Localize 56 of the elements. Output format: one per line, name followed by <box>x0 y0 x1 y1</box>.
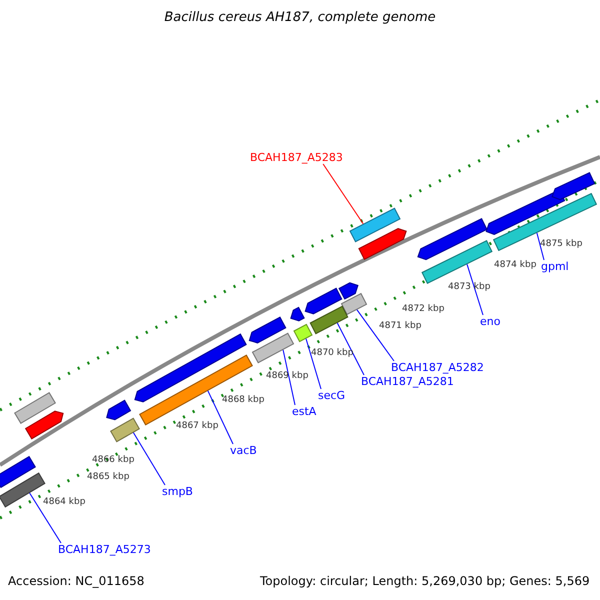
gene-label: BCAH187_A5273 <box>58 543 151 556</box>
scale-label: 4868 kbp <box>222 395 264 405</box>
scale-label: 4869 kbp <box>266 371 308 381</box>
gene-bar <box>0 472 46 508</box>
gene-bar <box>134 333 247 402</box>
scale-label: 4874 kbp <box>494 260 536 270</box>
gene-label: smpB <box>162 485 193 498</box>
leader-line <box>207 390 234 444</box>
gene-label: vacB <box>230 444 257 457</box>
gene-bar <box>338 282 359 300</box>
leader-line <box>356 309 394 362</box>
gene-label: secG <box>318 389 346 402</box>
leader-line <box>536 232 544 260</box>
scale-label: 4875 kbp <box>540 239 582 249</box>
leader-line <box>336 322 364 376</box>
gene-bar <box>293 324 313 342</box>
footer-text: Topology: circular; Length: 5,269,030 bp; Genes: 5,569 <box>260 574 590 588</box>
scale-label: 4865 kbp <box>87 472 130 482</box>
scale-label: 4872 kbp <box>402 304 444 314</box>
leader-line <box>132 432 166 486</box>
gene-bar <box>252 332 294 364</box>
gene-bar <box>0 456 36 488</box>
gene-bar <box>417 218 488 260</box>
leader-line <box>322 164 364 224</box>
leader-line <box>466 264 484 316</box>
gene-label: BCAH187_A5281 <box>361 375 454 388</box>
scale-label: 4871 kbp <box>379 321 422 331</box>
gene-label: gpml <box>541 260 569 273</box>
gene-label: estA <box>292 405 316 418</box>
gene-label: BCAH187_A5282 <box>391 361 484 374</box>
scale-label: 4873 kbp <box>448 282 490 292</box>
scale-label: 4870 kbp <box>311 348 354 358</box>
scale-label: 4866 kbp <box>92 455 134 465</box>
leader-line <box>306 338 322 390</box>
gene-bar <box>552 172 596 200</box>
gene-bar <box>248 316 286 344</box>
gene-bar <box>340 292 368 316</box>
gene-bar <box>106 400 132 420</box>
gene-bar <box>290 306 305 322</box>
gene-bar <box>358 228 407 260</box>
gene-bar <box>110 418 140 442</box>
footer-text: Accession: NC_011658 <box>8 574 144 588</box>
gene-bar <box>349 208 401 242</box>
scale-label: 4867 kbp <box>176 421 218 431</box>
gene-bar <box>14 392 56 424</box>
leader-line <box>29 492 62 544</box>
gene-label: BCAH187_A5283 <box>250 151 343 164</box>
gene-bar <box>421 240 493 284</box>
gene-bar <box>492 192 598 252</box>
leader-line <box>282 349 296 406</box>
gene-bar <box>310 306 348 334</box>
gene-bar <box>24 410 64 440</box>
scale-label: 4864 kbp <box>43 497 86 507</box>
title: Bacillus cereus AH187, complete genome <box>163 10 437 25</box>
gene-label: eno <box>480 315 500 328</box>
gene-bar <box>304 288 342 314</box>
